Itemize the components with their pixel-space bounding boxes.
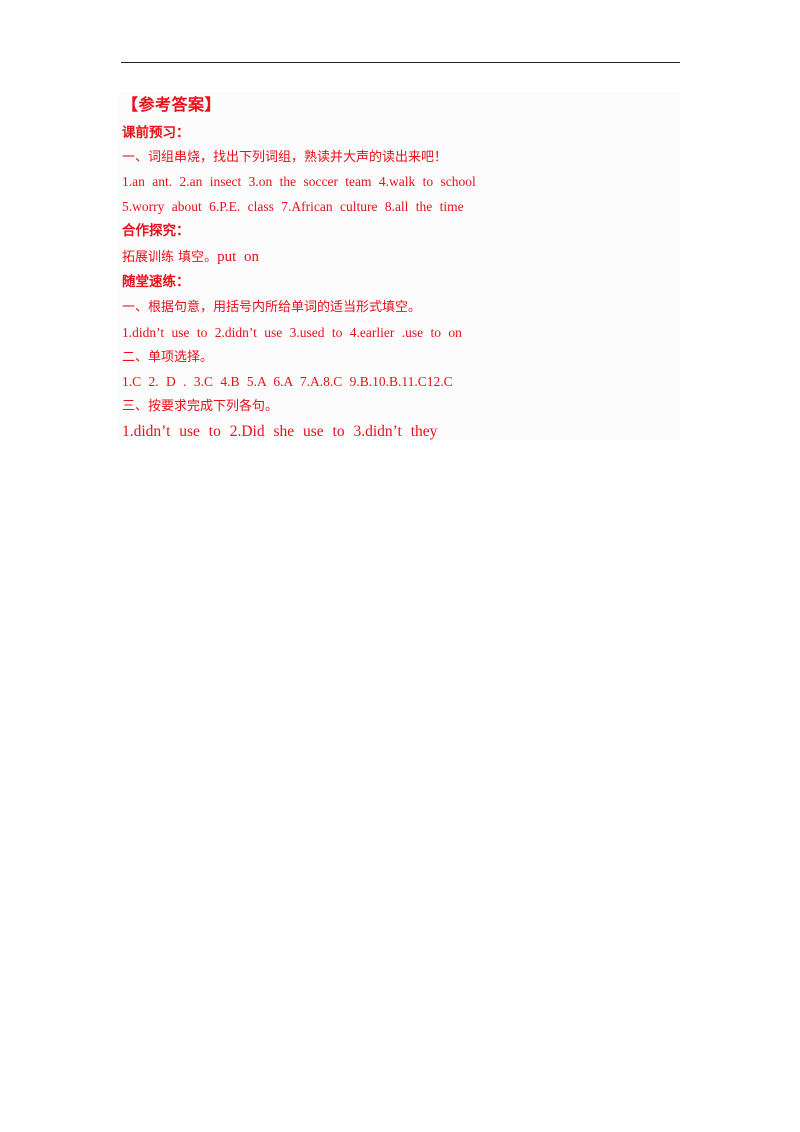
practice-part2-answers: 1.C 2. D . 3.C 4.B 5.A 6.A 7.A.8.C 9.B.1… — [122, 374, 453, 389]
cooperation-label: 拓展训练 填空。 — [122, 250, 218, 265]
preview-heading: 课前预习： — [122, 125, 190, 141]
cooperation-heading: 合作探究： — [122, 223, 190, 239]
practice-part3-answers: 1.didn’t use to 2.Did she use to 3.didn’… — [122, 423, 438, 440]
preview-answers-line-1: 1.an ant. 2.an insect 3.on the soccer te… — [122, 174, 476, 189]
practice-heading: 随堂速练： — [122, 274, 190, 290]
practice-part2-instruction: 二、单项选择。 — [122, 350, 214, 365]
preview-answers-line-2: 5.worry about 6.P.E. class 7.African cul… — [122, 199, 464, 214]
cooperation-line: 拓展训练 填空。put on — [122, 250, 259, 265]
header-rule — [121, 62, 680, 63]
answer-section — [118, 92, 680, 440]
page-title: 【参考答案】 — [122, 95, 222, 114]
practice-part3-instruction: 三、按要求完成下列各句。 — [122, 399, 279, 414]
preview-instruction: 一、词组串烧，找出下列词组，熟读并大声的读出来吧！ — [122, 150, 448, 165]
practice-part1-answers: 1.didn’t use to 2.didn’t use 3.used to 4… — [122, 325, 462, 340]
cooperation-answer: put on — [217, 249, 260, 265]
practice-part1-instruction: 一、根据句意，用括号内所给单词的适当形式填空。 — [122, 300, 422, 315]
